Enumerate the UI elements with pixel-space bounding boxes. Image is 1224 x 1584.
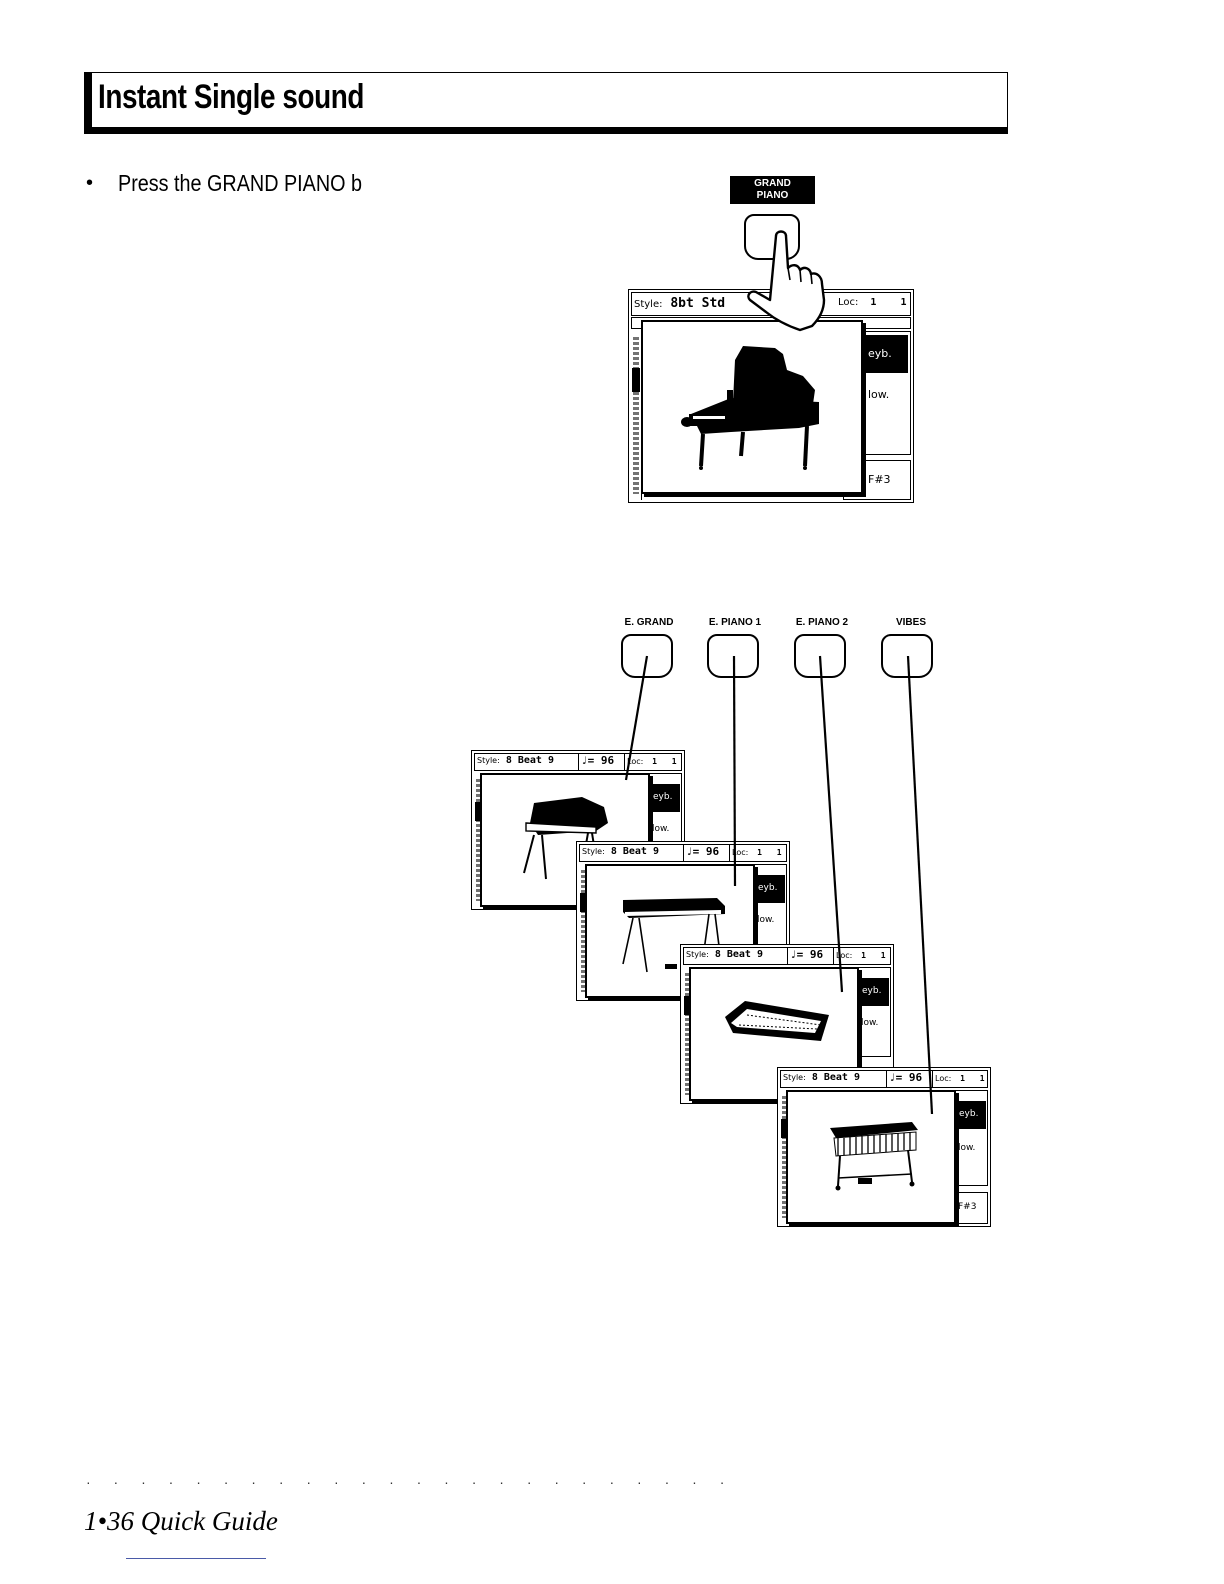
- display-top-row: Style: 8 Beat 9 ♩= 96 Loc: 1 1: [579, 844, 787, 862]
- sound-image-popup: [786, 1090, 956, 1224]
- loc-bar: 1: [861, 951, 866, 960]
- display-top-row: Style: 8 Beat 9 ♩= 96 Loc: 1 1: [683, 947, 891, 965]
- section-title: Instant Single sound: [98, 78, 364, 116]
- loc-label: Loc:: [732, 848, 749, 857]
- right-upper-label: eyb.: [755, 875, 785, 903]
- loc-bar: 1: [652, 757, 657, 766]
- vibes-button[interactable]: [881, 634, 933, 678]
- loc-bar: 1: [960, 1074, 965, 1083]
- tempo-field: ♩= 96: [579, 754, 625, 770]
- grand-piano-button[interactable]: [744, 214, 800, 260]
- tempo-value: ♩= 96: [581, 754, 615, 767]
- right-upper-label: eyb.: [956, 1101, 986, 1129]
- style-value: 8 Beat 9: [811, 1072, 860, 1083]
- style-value: 8bt Std: [670, 296, 726, 311]
- vibraphone-icon: [830, 1122, 918, 1191]
- right-panel: eyb. low.: [954, 1090, 988, 1186]
- loc-field: Loc: 1 1: [625, 754, 681, 770]
- tempo-value: ♩= 96: [790, 948, 824, 961]
- style-label: Style:: [477, 756, 500, 765]
- loc-bar: 1: [757, 848, 762, 857]
- e-piano-2-button[interactable]: [794, 634, 846, 678]
- tempo-value: ♩= 96: [889, 1071, 923, 1084]
- style-field: Style: 8 Beat 9: [781, 1071, 887, 1087]
- right-middle-label: low.: [757, 915, 775, 925]
- sound-image-popup: [585, 864, 755, 998]
- style-label: Style:: [686, 950, 709, 959]
- electric-grand-icon: [523, 797, 608, 880]
- style-value: 8 Beat 9: [714, 949, 763, 960]
- loc-label: Loc:: [627, 757, 644, 766]
- page-footer: 1•36 Quick Guide: [84, 1506, 278, 1536]
- right-upper-label: eyb.: [650, 784, 680, 812]
- sound-image-popup: [480, 773, 650, 907]
- bullet: •: [86, 172, 94, 194]
- loc-bar: 1: [870, 297, 877, 308]
- loc-beat: 1: [979, 1074, 985, 1083]
- right-lower-label: F#3: [868, 473, 891, 486]
- right-middle-label: low.: [868, 388, 890, 401]
- right-lower-label: F#3: [958, 1202, 977, 1212]
- loc-field: Loc: 1 1: [933, 1071, 987, 1087]
- loc-beat: 1: [900, 297, 907, 308]
- track-strip: [631, 331, 642, 500]
- style-label: Style:: [582, 847, 605, 856]
- right-middle-label: low.: [958, 1143, 976, 1153]
- button-caption-e-piano-2: E. PIANO 2: [795, 617, 849, 628]
- right-middle-label: low.: [652, 824, 670, 834]
- header-accent-bar: [84, 72, 92, 134]
- right-middle-label: low.: [861, 1018, 879, 1028]
- style-label: Style:: [783, 1073, 806, 1082]
- loc-beat: 1: [671, 757, 677, 766]
- button-caption-e-grand: E. GRAND: [624, 617, 674, 628]
- pointing-hand-icon: [747, 230, 826, 332]
- right-upper-label: eyb.: [859, 978, 889, 1006]
- electric-piano-icon: [622, 898, 725, 973]
- style-field: Style: 8 Beat 9: [475, 754, 579, 770]
- style-label: Style:: [634, 299, 663, 310]
- sound-image-popup: [641, 320, 863, 494]
- e-grand-button[interactable]: [621, 634, 673, 678]
- style-field: Style: 8 Beat 9: [580, 845, 684, 861]
- e-piano-1-button[interactable]: [707, 634, 759, 678]
- keyboard-icon: [725, 1001, 829, 1041]
- style-value: 8 Beat 9: [505, 755, 554, 766]
- main-display: Style: 8bt Std Loc: 1 1 eyb. low. F#3: [628, 289, 914, 503]
- right-panel: eyb. low.: [857, 967, 891, 1057]
- button-caption-e-piano-1: E. PIANO 1: [708, 617, 762, 628]
- tempo-value: ♩= 96: [686, 845, 720, 858]
- label-line2: PIANO: [756, 190, 789, 201]
- display-top-row: Style: 8 Beat 9 ♩= 96 Loc: 1 1: [474, 753, 682, 771]
- step-text: Press the GRAND PIANO b: [118, 170, 363, 196]
- loc-beat: 1: [776, 848, 782, 857]
- vibes-display: Style: 8 Beat 9 ♩= 96 Loc: 1 1 eyb. low.…: [777, 1067, 991, 1227]
- right-panel: eyb. low.: [753, 864, 787, 954]
- grand-piano-icon: [681, 346, 819, 470]
- loc-field: Loc: 1 1: [730, 845, 786, 861]
- right-panel-lower: F#3: [954, 1192, 988, 1224]
- loc-beat: 1: [880, 951, 886, 960]
- leader-line-vibes: [906, 655, 934, 1115]
- display-top-row: Style: 8 Beat 9 ♩= 96 Loc: 1 1: [780, 1070, 988, 1088]
- style-value: 8 Beat 9: [610, 846, 659, 857]
- section-header: [84, 72, 1008, 128]
- loc-label: Loc:: [935, 1074, 952, 1083]
- button-caption-vibes: VIBES: [895, 617, 926, 628]
- loc-label: Loc:: [836, 951, 853, 960]
- tempo-field: ♩= 96: [684, 845, 730, 861]
- tempo-field: ♩= 96: [887, 1071, 933, 1087]
- footer-rule: [126, 1558, 266, 1559]
- grand-piano-button-label: GRAND PIANO: [730, 176, 815, 204]
- leader-line-e-piano-2: [818, 655, 844, 993]
- loc-field: Loc: 1 1: [834, 948, 890, 964]
- tempo-field: ♩= 96: [788, 948, 834, 964]
- style-field: Style: 8 Beat 9: [684, 948, 788, 964]
- label-line1: GRAND: [754, 178, 791, 189]
- loc-field: Loc: 1 1: [835, 293, 910, 315]
- loc-label: Loc:: [838, 297, 859, 308]
- footer-dot-leader: · · · · · · · · · · · · · · · · · · · · …: [86, 1474, 734, 1490]
